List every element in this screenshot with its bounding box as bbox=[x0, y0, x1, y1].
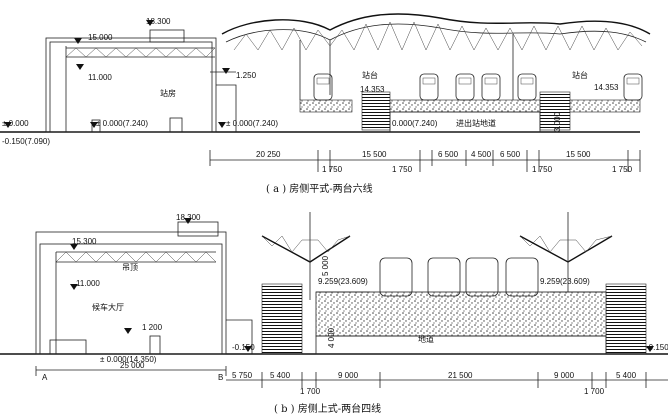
track-bed-b bbox=[261, 257, 647, 355]
elevation-markers-a bbox=[4, 20, 230, 128]
elev-a-roof-top: 18.300 bbox=[146, 17, 171, 26]
elev-a-side: 1.250 bbox=[236, 71, 257, 80]
dim-b-3: 21 500 bbox=[448, 371, 473, 380]
dim-b-small-0: 1 700 bbox=[300, 387, 321, 396]
label-station-house: 站房 bbox=[160, 88, 176, 98]
elev-a-floor-in: ± 0.000(7.240) bbox=[96, 119, 148, 128]
elev-b-platform-left: 9.259(23.609) bbox=[318, 277, 368, 286]
label-hall: 候车大厅 bbox=[92, 302, 124, 312]
axis-a: A bbox=[42, 373, 48, 382]
elev-a-height-3000: 3.000 bbox=[553, 111, 562, 132]
canopies-b bbox=[261, 212, 613, 300]
caption-a: ( a ) 房侧平式-两台六线 bbox=[266, 182, 373, 195]
arched-roof-a bbox=[221, 13, 651, 100]
elev-b-height-5000: 5 000 bbox=[321, 255, 330, 276]
elev-a-platform-right: 14.353 bbox=[594, 83, 619, 92]
elev-a-platform-left: 14.353 bbox=[360, 85, 385, 94]
elev-b-height-4000: 4 000 bbox=[327, 327, 336, 348]
platforms-a bbox=[299, 91, 641, 133]
elev-b-floor: ± 0.000(14.350) bbox=[100, 355, 157, 364]
label-platform-right: 站台 bbox=[572, 70, 588, 80]
elev-a-floor-out: ± 0.000(7.240) bbox=[226, 119, 278, 128]
caption-b: ( b ) 房侧上式-两台四线 bbox=[274, 402, 381, 415]
elev-a-ground-below: -0.150(7.090) bbox=[2, 137, 50, 146]
dim-a-4: 6 500 bbox=[500, 150, 521, 159]
dim-a-small-1: 1 750 bbox=[392, 165, 413, 174]
elev-a-floor-tunnel: 0.000(7.240) bbox=[392, 119, 438, 128]
dim-a-2: 6 500 bbox=[438, 150, 459, 159]
elev-a-ceiling: 11.000 bbox=[88, 73, 112, 82]
dim-a-5: 15 500 bbox=[566, 150, 591, 159]
elev-b-ceiling: 11.000 bbox=[76, 279, 100, 288]
dim-a-small-3: 1 750 bbox=[612, 165, 633, 174]
label-ceiling: 吊顶 bbox=[122, 263, 138, 272]
elev-b-platform-right: 9.259(23.609) bbox=[540, 277, 590, 286]
axis-b: B bbox=[218, 373, 223, 382]
elev-b-roof-left: 15.300 bbox=[72, 237, 97, 246]
dim-b-5: 5 400 bbox=[616, 371, 637, 380]
elevation-markers-b bbox=[70, 218, 654, 352]
elev-b-ground-right: -0.150 bbox=[646, 343, 668, 352]
dimension-line-a bbox=[209, 150, 641, 172]
dim-b-2: 9 000 bbox=[338, 371, 359, 380]
dim-b-0: 5 750 bbox=[232, 371, 253, 380]
dim-a-1: 15 500 bbox=[362, 150, 387, 159]
dim-b-4: 9 000 bbox=[554, 371, 575, 380]
elev-b-1200: 1 200 bbox=[142, 323, 163, 332]
axis-ab-dim: 25 000 bbox=[120, 361, 145, 370]
dim-b-small-1: 1 700 bbox=[584, 387, 605, 396]
elev-a-roof-left: 15.000 bbox=[88, 33, 113, 42]
label-platform-left: 站台 bbox=[362, 70, 378, 80]
elev-b-roof-top: 18.300 bbox=[176, 213, 201, 222]
elev-b-ground-left: -0.150 bbox=[232, 343, 255, 352]
dimension-line-b bbox=[36, 369, 668, 388]
dim-a-small-0: 1 750 bbox=[322, 165, 343, 174]
dim-a-3: 4 500 bbox=[471, 150, 492, 159]
dim-a-small-2: 1 750 bbox=[532, 165, 553, 174]
trains-a bbox=[313, 73, 643, 101]
elev-a-ground-left: ± 0.000 bbox=[2, 119, 29, 128]
dim-a-0: 20 250 bbox=[256, 150, 281, 159]
dim-b-1: 5 400 bbox=[270, 371, 291, 380]
label-passage-a: 进出站地道 bbox=[456, 118, 496, 128]
label-passage-b: 地道 bbox=[418, 334, 434, 344]
diagram-b bbox=[0, 212, 668, 388]
diagram-a bbox=[0, 13, 651, 172]
